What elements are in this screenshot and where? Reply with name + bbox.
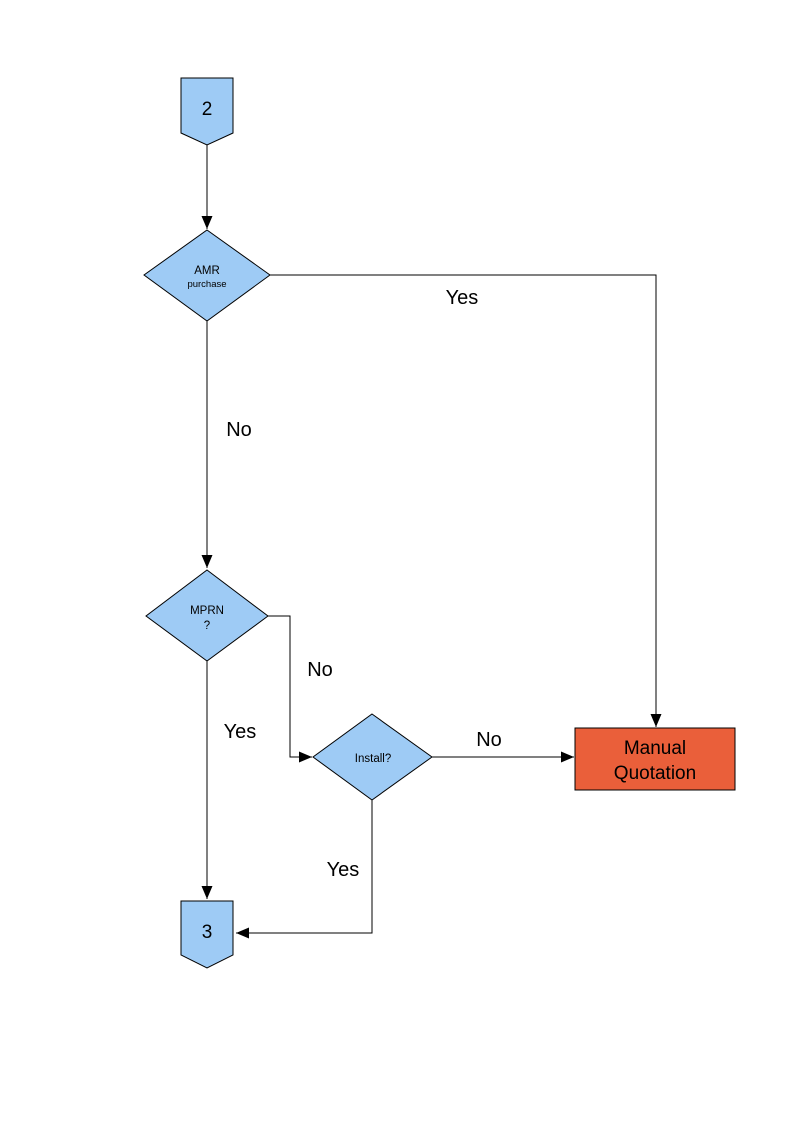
- decision-install: Install?: [312, 713, 433, 801]
- process-manual-quotation-line2: Quotation: [614, 763, 696, 784]
- decision-amr-purchase: AMR purchase: [143, 229, 271, 322]
- edge-label-mprn-yes: Yes: [224, 721, 257, 743]
- edge-label-amr-no: No: [226, 419, 252, 441]
- decision-mprn: MPRN ?: [145, 569, 269, 662]
- decision-mprn-line1: MPRN: [190, 605, 224, 617]
- offpage-connector-3: 3: [180, 900, 234, 969]
- offpage-connector-2-label: 2: [202, 99, 213, 120]
- edge-label-mprn-no: No: [307, 659, 333, 681]
- process-manual-quotation-line1: Manual: [624, 738, 686, 759]
- offpage-connector-2: 2: [180, 77, 234, 146]
- edge-label-amr-yes: Yes: [446, 287, 479, 309]
- decision-amr-line1: AMR: [194, 265, 220, 277]
- edge-mprn-no-to-install: [268, 615, 312, 763]
- edge-install-yes-to-connector3: [236, 800, 373, 939]
- process-manual-quotation: Manual Quotation: [574, 727, 736, 791]
- decision-install-label: Install?: [355, 753, 391, 765]
- edge-amr-yes-to-manual-quotation: [270, 274, 662, 727]
- edge-label-install-yes: Yes: [327, 859, 360, 881]
- decision-amr-line2: purchase: [187, 279, 226, 290]
- decision-mprn-line2: ?: [204, 620, 210, 632]
- edge-label-install-no: No: [476, 729, 502, 751]
- offpage-connector-3-label: 3: [202, 922, 213, 943]
